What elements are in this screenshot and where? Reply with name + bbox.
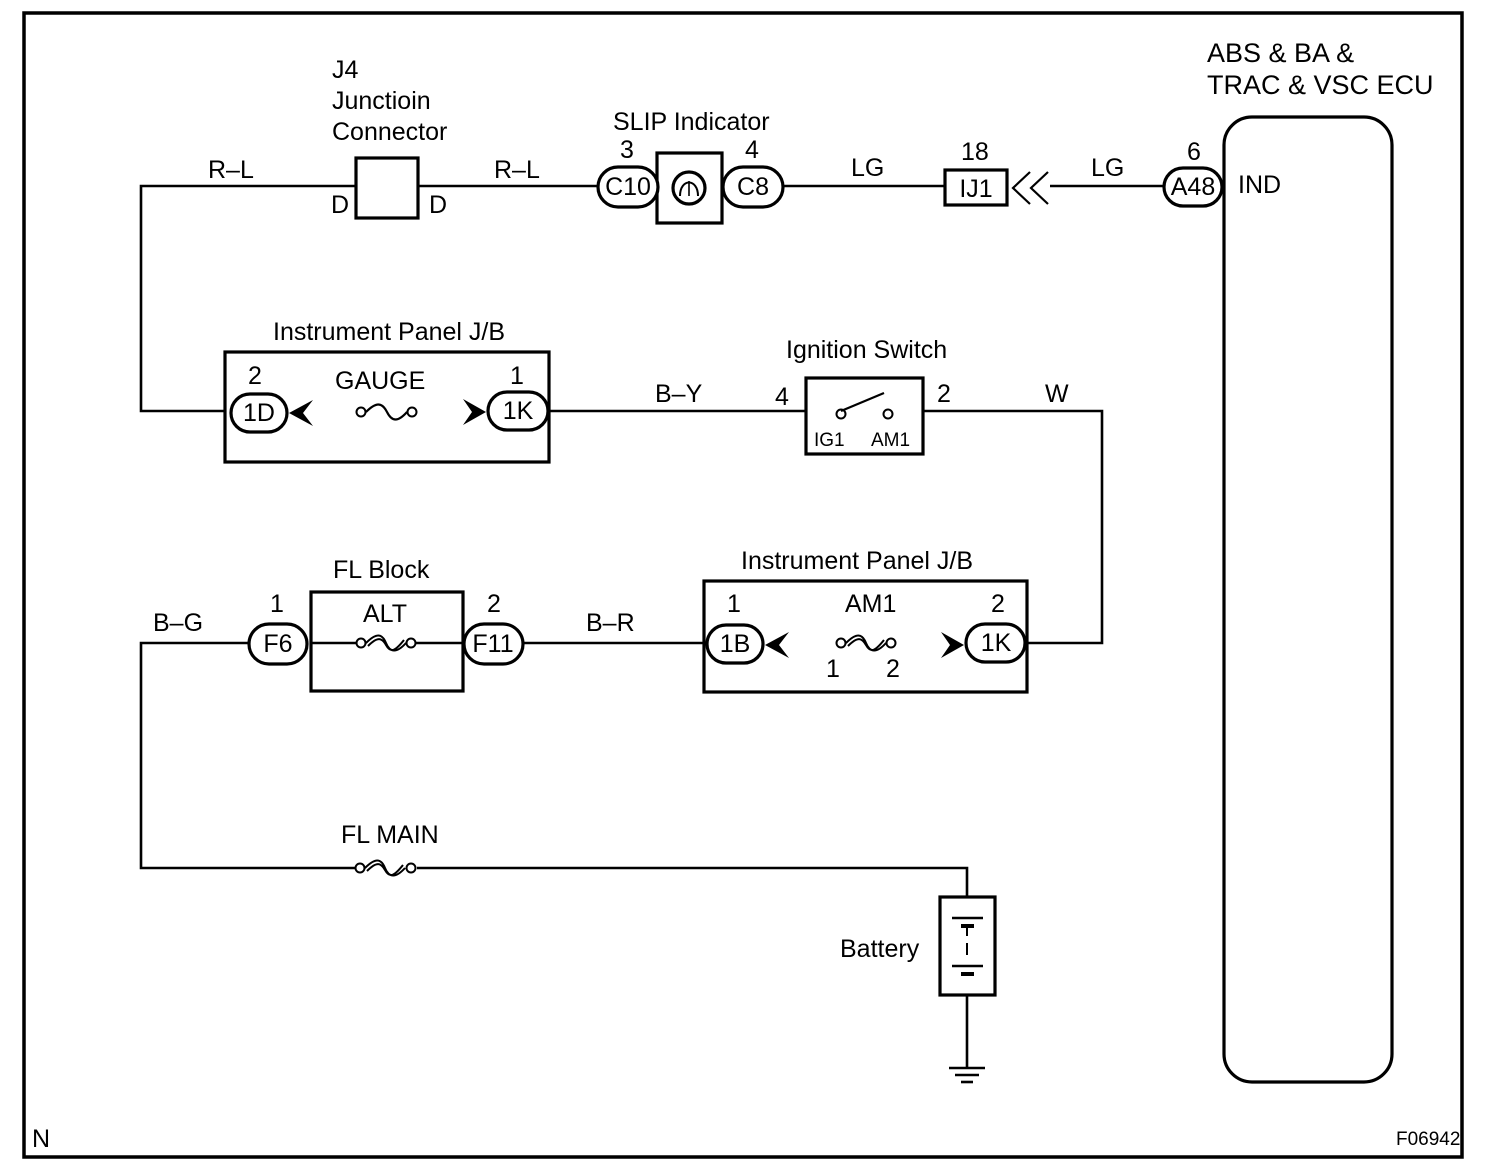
indicator-lamp-icon	[671, 170, 707, 206]
slip-pin-right: 4	[745, 136, 759, 164]
ignition-switch: Ignition Switch 4 2 IG1 AM1	[775, 336, 951, 456]
wires	[139, 184, 1165, 1068]
fuse-am1-pin-left: 1	[826, 655, 840, 683]
ecu-title-line-1: ABS & BA &	[1207, 38, 1354, 68]
instrument-panel-jb-bottom: Instrument Panel J/B 1 2 AM1 1B 1K 1 2	[702, 547, 1029, 694]
ignition-term-ig1: IG1	[814, 430, 845, 451]
fl-main-fuse: FL MAIN	[341, 821, 439, 877]
ignition-switch-title: Ignition Switch	[786, 336, 947, 364]
connector-1k-bottom-label: 1K	[981, 629, 1012, 657]
ignition-term-am1: AM1	[871, 430, 910, 451]
connector-1b-label: 1B	[720, 630, 751, 658]
battery-cell-icon	[952, 916, 983, 976]
slip-indicator: SLIP Indicator 3 4 C10 C8	[596, 108, 785, 225]
fuse-am1-label: AM1	[845, 590, 896, 618]
ecu-title-line-2: TRAC & VSC ECU	[1207, 70, 1434, 100]
j4-body	[354, 156, 420, 220]
ij1-connector: 18 IJ1	[943, 138, 1049, 207]
figure-code: F06942	[1396, 1129, 1460, 1150]
ignition-pin-right: 2	[937, 380, 951, 408]
connector-f11-label: F11	[472, 630, 513, 658]
fl-block-title: FL Block	[333, 556, 430, 584]
ecu-connector-label: A48	[1171, 173, 1215, 201]
connector-f11	[462, 622, 525, 666]
fuse-gauge-label: GAUGE	[335, 367, 425, 395]
ecu-pin-number: 6	[1187, 138, 1201, 166]
connector-c10	[596, 165, 660, 209]
battery: Battery	[840, 895, 997, 1084]
fl-main-label: FL MAIN	[341, 821, 439, 849]
ip-jb-bottom-title: Instrument Panel J/B	[741, 547, 973, 575]
corner-mark: N	[32, 1125, 50, 1153]
wire-label-bg: B–G	[153, 609, 203, 637]
fuse-alt-icon	[311, 634, 463, 652]
wire-label-w: W	[1045, 380, 1069, 408]
connector-1k-top	[486, 390, 550, 432]
ij1-label: IJ1	[959, 175, 992, 203]
connector-1k-top-label: 1K	[503, 397, 534, 425]
slip-title: SLIP Indicator	[613, 108, 770, 136]
abs-vsc-ecu: ABS & BA & TRAC & VSC ECU 6 A48 IND	[1162, 38, 1434, 1084]
fl-block: FL Block 1 2 ALT F6 F11	[247, 556, 525, 693]
fuse-gauge-icon	[355, 403, 418, 421]
j4-title-line-2: Junctioin	[332, 87, 431, 115]
connector-1d-arrow-icon	[289, 400, 313, 426]
ignition-switch-body	[804, 376, 925, 456]
j4-pin-right: D	[429, 191, 447, 219]
connector-1b	[705, 623, 765, 665]
ip-jb-bottom-pin-right: 2	[991, 590, 1005, 618]
ip-jb-bottom-pin-left: 1	[727, 590, 741, 618]
ip-jb-top-pin-right: 1	[510, 362, 524, 390]
ij1-body	[943, 168, 1009, 207]
ij1-pin-number: 18	[961, 138, 989, 166]
ground-icon	[949, 1066, 985, 1084]
wire-label-rl-right: R–L	[494, 156, 540, 184]
switch-contact-icon	[835, 391, 894, 420]
j4-pin-left: D	[331, 191, 349, 219]
connector-c8	[721, 165, 785, 209]
fuse-alt-label: ALT	[363, 600, 407, 628]
wire-label-br: B–R	[586, 609, 635, 637]
connector-1k-bottom-arrow-icon	[941, 632, 964, 658]
j4-junction-connector: J4 Junctioin Connector D D	[331, 56, 447, 220]
connector-c8-label: C8	[737, 173, 769, 201]
connector-f6-label: F6	[263, 630, 292, 658]
ip-jb-top-title: Instrument Panel J/B	[273, 318, 505, 346]
connector-1d-label: 1D	[243, 399, 275, 427]
wire-label-lg-left: LG	[851, 154, 884, 182]
instrument-panel-jb-top: Instrument Panel J/B 2 1 GAUGE 1D 1K	[223, 318, 551, 464]
wire-label-by: B–Y	[655, 380, 703, 408]
fl-block-pin-left: 1	[270, 590, 284, 618]
connector-c10-label: C10	[605, 173, 651, 201]
connector-f6	[247, 622, 309, 666]
ip-jb-top-pin-left: 2	[248, 362, 262, 390]
ecu-body	[1222, 115, 1394, 1084]
connector-1d	[229, 392, 289, 434]
fuse-am1-pin-right: 2	[886, 655, 900, 683]
diagram-frame	[22, 11, 1464, 1159]
wire-labels: R–L R–L LG LG B–Y W B–G B–R	[153, 154, 1124, 637]
fl-block-pin-right: 2	[487, 590, 501, 618]
battery-label: Battery	[840, 935, 920, 963]
j4-title-line-1: J4	[332, 56, 359, 84]
fuse-am1-icon	[835, 634, 897, 652]
wire-label-lg-right: LG	[1091, 154, 1124, 182]
ignition-pin-left: 4	[775, 383, 789, 411]
ecu-connector-a48	[1162, 166, 1224, 208]
ecu-terminal-label: IND	[1238, 171, 1281, 199]
slip-pin-left: 3	[620, 136, 634, 164]
connector-1b-arrow-icon	[765, 632, 789, 658]
connector-1k-bottom	[964, 622, 1027, 664]
j4-title-line-3: Connector	[332, 118, 447, 146]
connector-1k-top-arrow-icon	[463, 399, 486, 425]
fuse-fl-main-icon	[354, 859, 417, 877]
ij1-chevron-icon	[1011, 171, 1049, 205]
wire-label-rl-left: R–L	[208, 156, 254, 184]
